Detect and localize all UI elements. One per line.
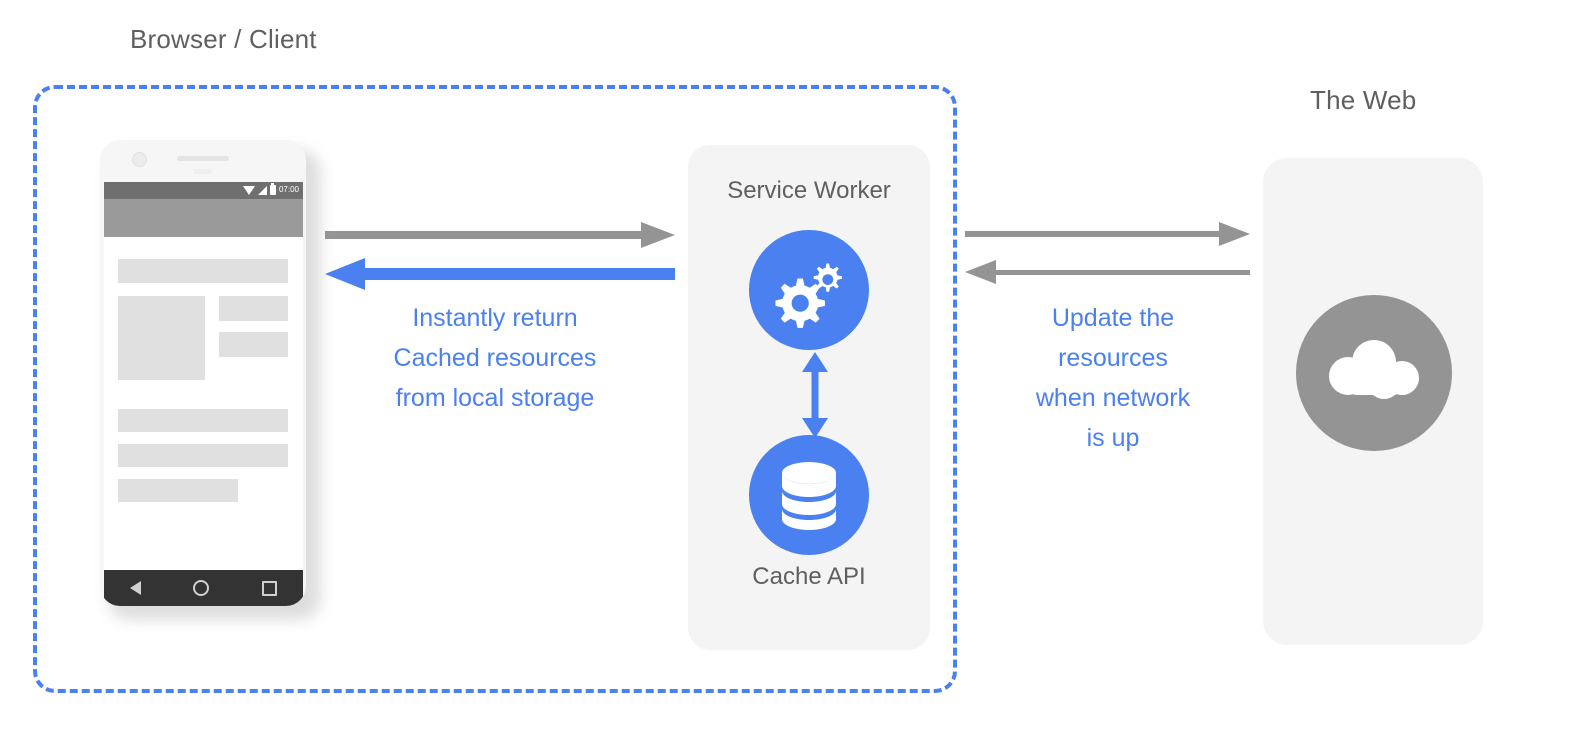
recent-apps-icon[interactable] — [261, 580, 277, 596]
cache-api-icon-circle — [749, 435, 869, 555]
content-placeholder-block — [219, 332, 288, 357]
cache-api-title: Cache API — [752, 563, 866, 590]
phone-app-bar — [104, 199, 303, 237]
content-placeholder-block — [118, 479, 238, 502]
service-worker-title: Service Worker — [727, 177, 891, 204]
browser-client-label: Browser / Client — [130, 24, 317, 54]
web-to-service-worker-arrow — [965, 260, 1250, 284]
phone-content-placeholders — [104, 237, 303, 570]
service-worker-to-phone-arrow — [325, 258, 675, 290]
gears-icon — [775, 263, 842, 328]
phone-earpiece — [177, 156, 229, 161]
phone-body: 07:00 — [100, 140, 306, 606]
phone-status-time: 07:00 — [278, 185, 299, 194]
content-placeholder-block — [118, 296, 205, 380]
home-icon[interactable] — [193, 580, 210, 596]
phone-screen: 07:00 — [104, 182, 303, 570]
browser-client-boundary — [33, 85, 957, 693]
right-annotation-text: Update the resources when network is up — [1035, 304, 1191, 452]
phone-to-service-worker-arrow — [325, 222, 675, 248]
service-worker-icon-circle — [749, 230, 869, 350]
service-worker-cache-api-arrow — [802, 352, 828, 438]
content-placeholder-block — [118, 259, 288, 283]
phone-navigation-bar — [104, 570, 303, 606]
the-web-label: The Web — [1310, 85, 1417, 115]
left-annotation-text: Instantly return Cached resources from l… — [393, 304, 597, 412]
phone-sensor — [193, 169, 213, 174]
wifi-icon — [242, 185, 255, 195]
back-icon[interactable] — [130, 581, 142, 595]
battery-icon — [269, 183, 276, 195]
database-icon — [782, 462, 836, 530]
web-icon-circle — [1296, 295, 1452, 451]
phone-mockup: 07:00 — [100, 140, 321, 620]
content-placeholder-block — [219, 296, 288, 321]
phone-camera-icon — [132, 152, 147, 167]
content-placeholder-block — [118, 409, 288, 432]
content-placeholder-block — [118, 444, 288, 467]
service-worker-to-web-arrow — [965, 222, 1250, 246]
cloud-icon — [1329, 340, 1419, 399]
phone-status-icons: 07:00 — [242, 183, 299, 195]
service-worker-card: Service Worker Cache — [688, 145, 930, 650]
signal-icon — [257, 185, 267, 195]
phone-status-bar: 07:00 — [104, 182, 303, 199]
